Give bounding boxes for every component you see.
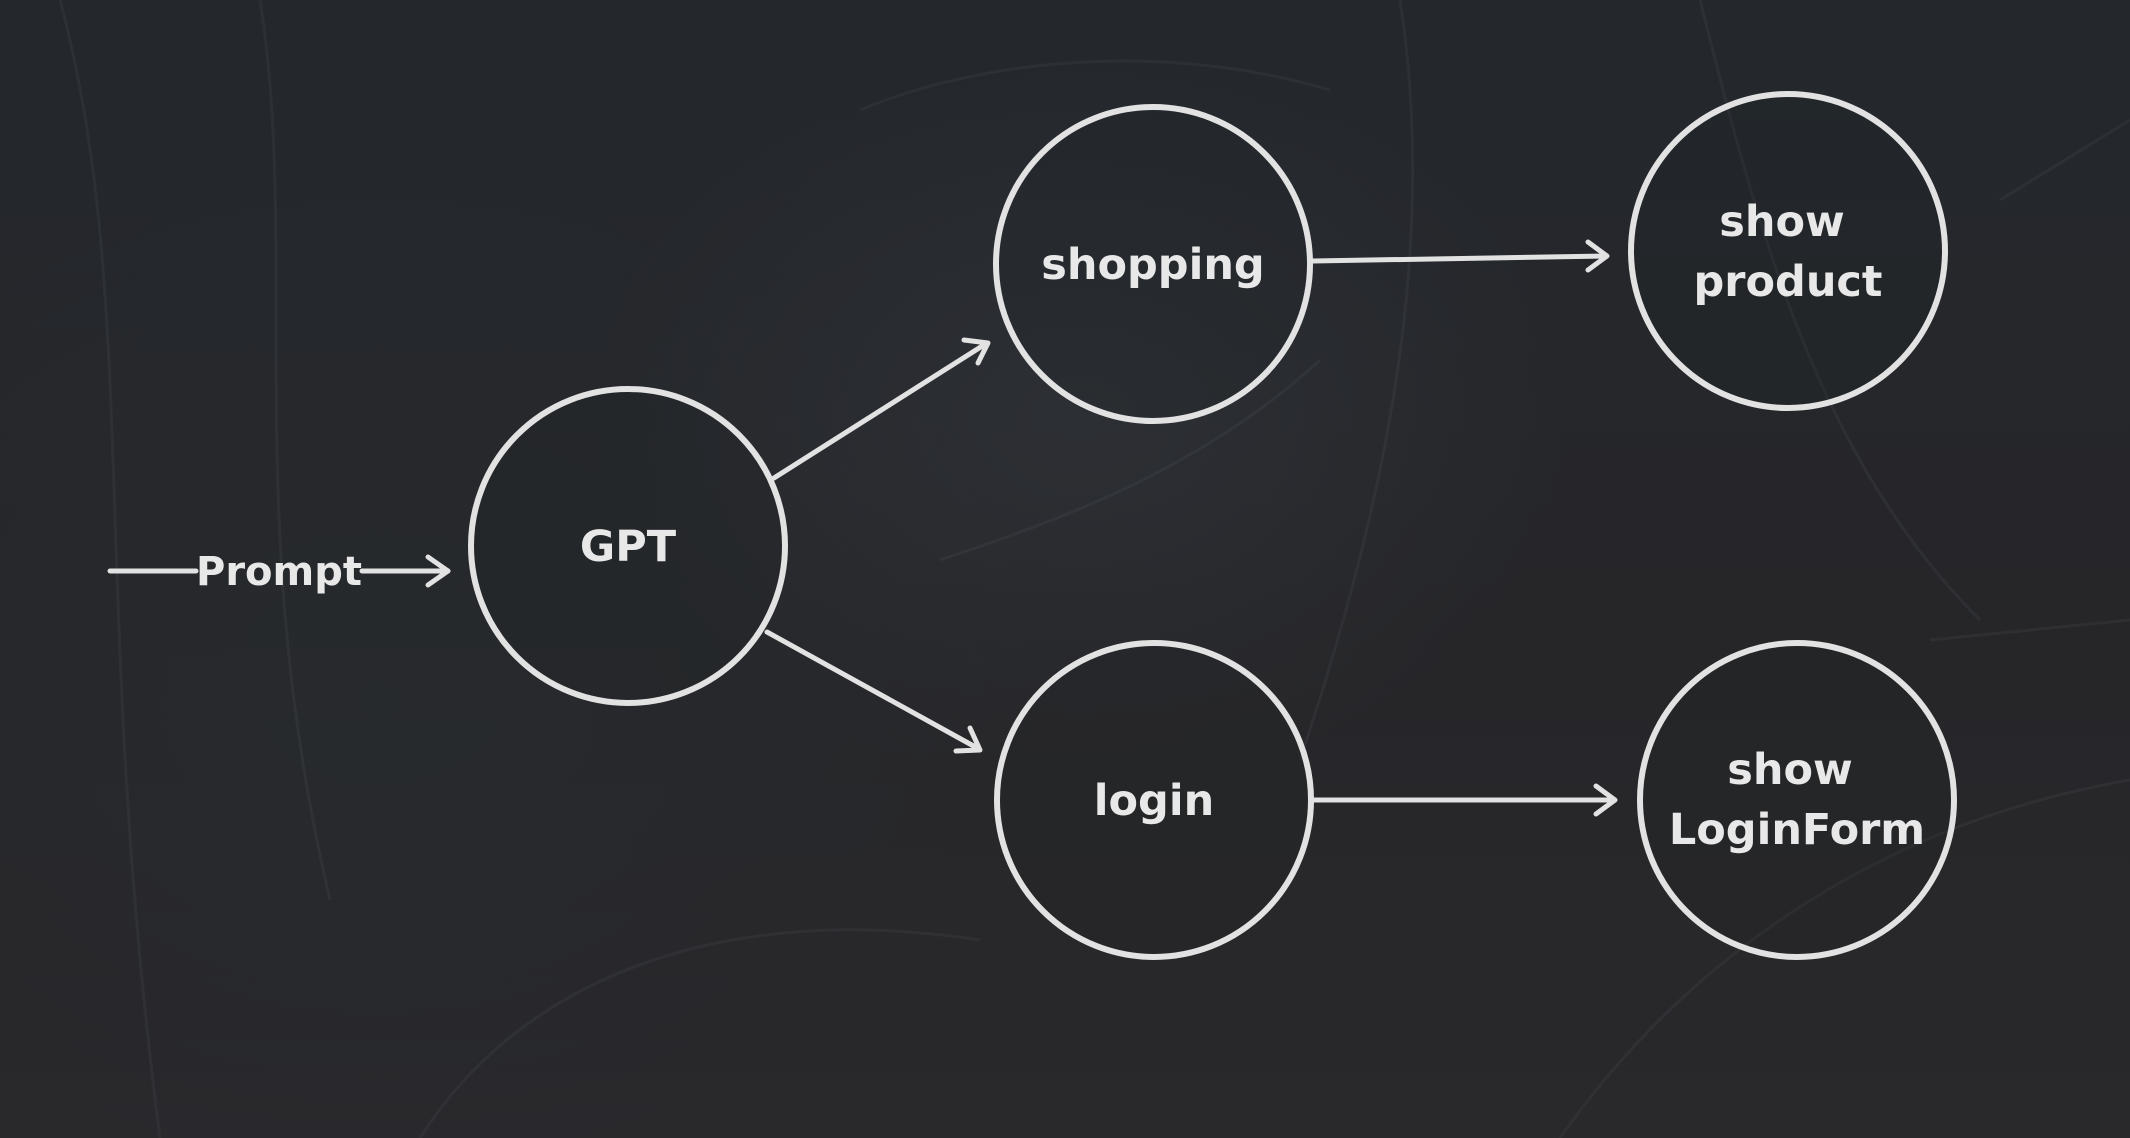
edge-gpt-shopping-arrowhead: [961, 337, 991, 366]
node-login-label: login: [1094, 776, 1214, 826]
node-login: login: [994, 640, 1314, 960]
node-shopping-circle: [993, 104, 1313, 424]
node-gpt-circle: [468, 386, 788, 706]
edge-shopping-showproduct-arrowhead: [1585, 239, 1610, 273]
node-login-circle: [994, 640, 1314, 960]
node-show-product-label-line2: product: [1694, 257, 1883, 307]
edge-gpt-shopping: [771, 337, 991, 481]
edge-login-showloginform-arrowhead: [1593, 783, 1618, 817]
edge-login-showloginform: [1310, 783, 1618, 817]
node-show-product-label-line1: show: [1719, 197, 1844, 247]
edge-prompt: Prompt: [107, 549, 451, 595]
node-show-product-circle: [1628, 91, 1948, 411]
node-show-product: show product: [1628, 91, 1948, 411]
node-gpt-label: GPT: [580, 522, 677, 572]
node-show-loginform: show LoginForm: [1637, 640, 1957, 960]
node-shopping-label: shopping: [1041, 240, 1264, 290]
edge-gpt-login: [764, 629, 983, 754]
node-gpt: GPT: [468, 386, 788, 706]
edge-gpt-login-arrowhead: [953, 725, 983, 754]
background-artwork: [58, 0, 2130, 1138]
edge-prompt-label: Prompt: [196, 549, 362, 595]
edge-prompt-arrowhead: [425, 554, 451, 588]
node-show-loginform-label-line1: show: [1727, 745, 1852, 795]
edge-shopping-showproduct: [1310, 239, 1610, 273]
node-show-loginform-label-line2: LoginForm: [1669, 805, 1925, 855]
node-show-loginform-circle: [1637, 640, 1957, 960]
node-shopping: shopping: [993, 104, 1313, 424]
